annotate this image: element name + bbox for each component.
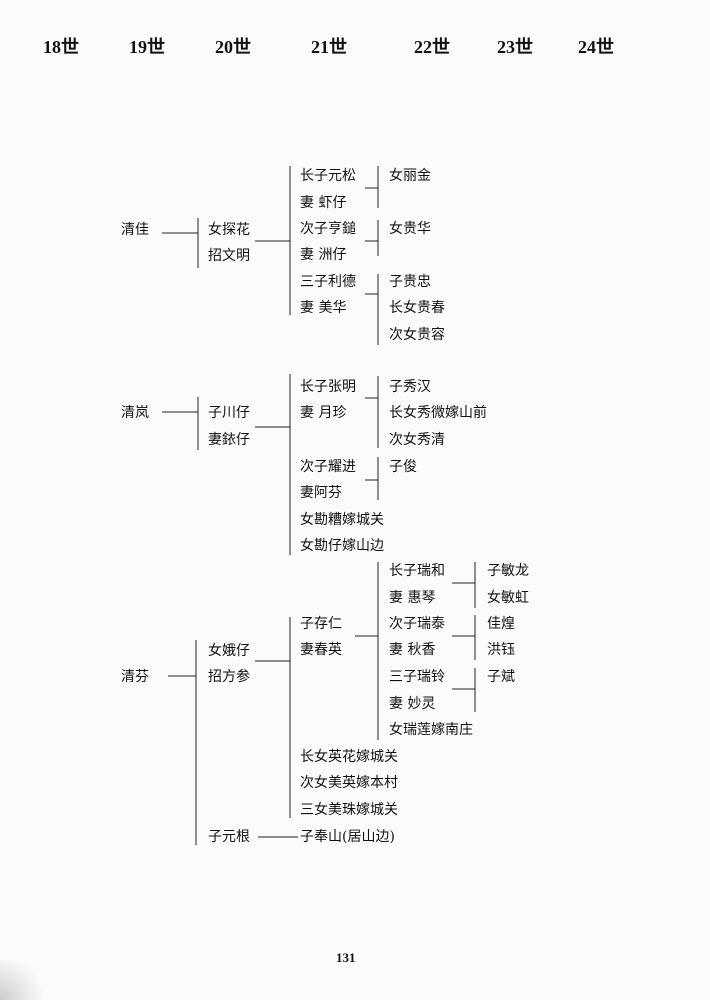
person-wife-zhouzai: 妻 洲仔 bbox=[300, 247, 347, 263]
person-hongyu: 洪钰 bbox=[487, 642, 515, 658]
person-fengshan: 子奉山(居山边) bbox=[300, 829, 395, 845]
person-daughter-tanhua: 女探花 bbox=[208, 222, 250, 238]
person-ruilian: 女瑞莲嫁南庄 bbox=[389, 722, 473, 738]
person-guizhong: 子贵忠 bbox=[389, 274, 431, 290]
person-meiying: 次女美英嫁本村 bbox=[300, 775, 398, 791]
generation-label-18: 18世 bbox=[43, 37, 79, 57]
person-yinghua: 长女英花嫁城关 bbox=[300, 749, 398, 765]
person-son-in-law-wenming: 招文明 bbox=[208, 248, 250, 264]
person-wife-huiqin: 妻 惠琴 bbox=[389, 590, 436, 606]
person-wife-meihua: 妻 美华 bbox=[300, 300, 347, 316]
person-xiuqing: 次女秀清 bbox=[389, 432, 445, 448]
person-yuangen: 子元根 bbox=[208, 829, 250, 845]
person-qingfen: 清芬 bbox=[121, 669, 149, 685]
person-guichun: 长女贵春 bbox=[389, 300, 445, 316]
person-guirong: 次女贵容 bbox=[389, 327, 445, 343]
person-yuansong: 长子元松 bbox=[300, 168, 356, 184]
scan-corner-shadow bbox=[0, 960, 50, 1000]
person-guihua: 女贵华 bbox=[389, 221, 431, 237]
person-xiuwei: 长女秀微嫁山前 bbox=[389, 405, 487, 421]
person-ruiling: 三子瑞铃 bbox=[389, 669, 445, 685]
generation-label-21: 21世 bbox=[311, 37, 347, 57]
person-qingjia: 清佳 bbox=[121, 222, 149, 238]
person-ruihe: 长子瑞和 bbox=[389, 563, 445, 579]
generation-header: 18世 19世 20世 21世 22世 23世 24世 bbox=[0, 0, 710, 70]
person-kanzai: 女勘仔嫁山边 bbox=[300, 538, 384, 554]
person-zhangming: 长子张明 bbox=[300, 379, 356, 395]
person-lide: 三子利德 bbox=[300, 274, 356, 290]
person-son-in-law-fangcan: 招方参 bbox=[208, 669, 250, 685]
person-wife-yizai: 妻銥仔 bbox=[208, 432, 250, 448]
person-wife-yuezhen: 妻 月珍 bbox=[300, 405, 347, 421]
person-meizhu: 三女美珠嫁城关 bbox=[300, 802, 398, 818]
generation-label-20: 20世 bbox=[215, 37, 251, 57]
person-qinglan: 清岚 bbox=[121, 405, 149, 421]
person-son-chuanzai: 子川仔 bbox=[208, 405, 250, 421]
person-jiahuang: 佳煌 bbox=[487, 616, 515, 632]
generation-label-19: 19世 bbox=[129, 37, 165, 57]
page-number: 131 bbox=[336, 950, 356, 965]
person-yaojin: 次子耀进 bbox=[300, 459, 356, 475]
person-minhong: 女敏虹 bbox=[487, 590, 529, 606]
person-bin: 子斌 bbox=[487, 669, 515, 685]
person-wife-qiuxiang: 妻 秋香 bbox=[389, 642, 436, 658]
person-cunren: 子存仁 bbox=[300, 616, 342, 632]
person-wife-xiazai: 妻 虾仔 bbox=[300, 195, 347, 211]
person-ruitai: 次子瑞泰 bbox=[389, 616, 445, 632]
person-wife-miaoling: 妻 妙灵 bbox=[389, 696, 436, 712]
person-hengchui: 次子亨鎚 bbox=[300, 221, 356, 237]
person-minlong: 子敏龙 bbox=[487, 563, 529, 579]
generation-label-22: 22世 bbox=[414, 37, 450, 57]
person-jun: 子俊 bbox=[389, 459, 417, 475]
person-xiuhan: 子秀汉 bbox=[389, 379, 431, 395]
person-lijin: 女丽金 bbox=[389, 168, 431, 184]
person-wife-afen: 妻阿芬 bbox=[300, 485, 342, 501]
generation-label-23: 23世 bbox=[497, 37, 533, 57]
person-kanzao: 女勘糟嫁城关 bbox=[300, 512, 384, 528]
generation-label-24: 24世 bbox=[578, 37, 614, 57]
person-daughter-ezai: 女娥仔 bbox=[208, 643, 250, 659]
person-wife-chunying: 妻春英 bbox=[300, 642, 342, 658]
